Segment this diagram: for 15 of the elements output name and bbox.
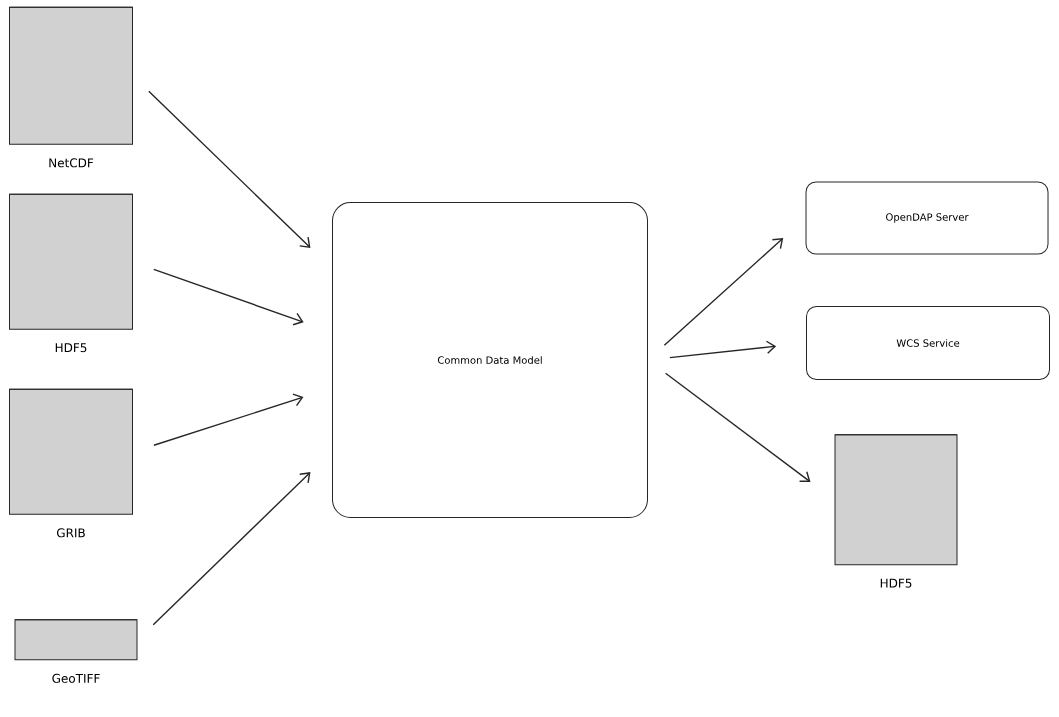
arrow (663, 238, 784, 346)
arrow (153, 393, 304, 446)
arrow (669, 340, 777, 359)
cylinder-label: GeoTIFF (52, 673, 100, 683)
process-box: Common Data Model (332, 202, 648, 518)
process-box: WCS Service (806, 306, 1050, 380)
process-box: OpenDAP Server (805, 181, 1049, 255)
cylinder-label: HDF5 (880, 578, 912, 588)
cylinder-label: HDF5 (55, 343, 87, 353)
arrow (153, 268, 304, 326)
arrow (152, 472, 311, 626)
arrow (664, 372, 811, 482)
cylinder-label: NetCDF (49, 158, 94, 168)
cylinder-label: GRIB (56, 528, 85, 538)
arrow (148, 90, 311, 248)
